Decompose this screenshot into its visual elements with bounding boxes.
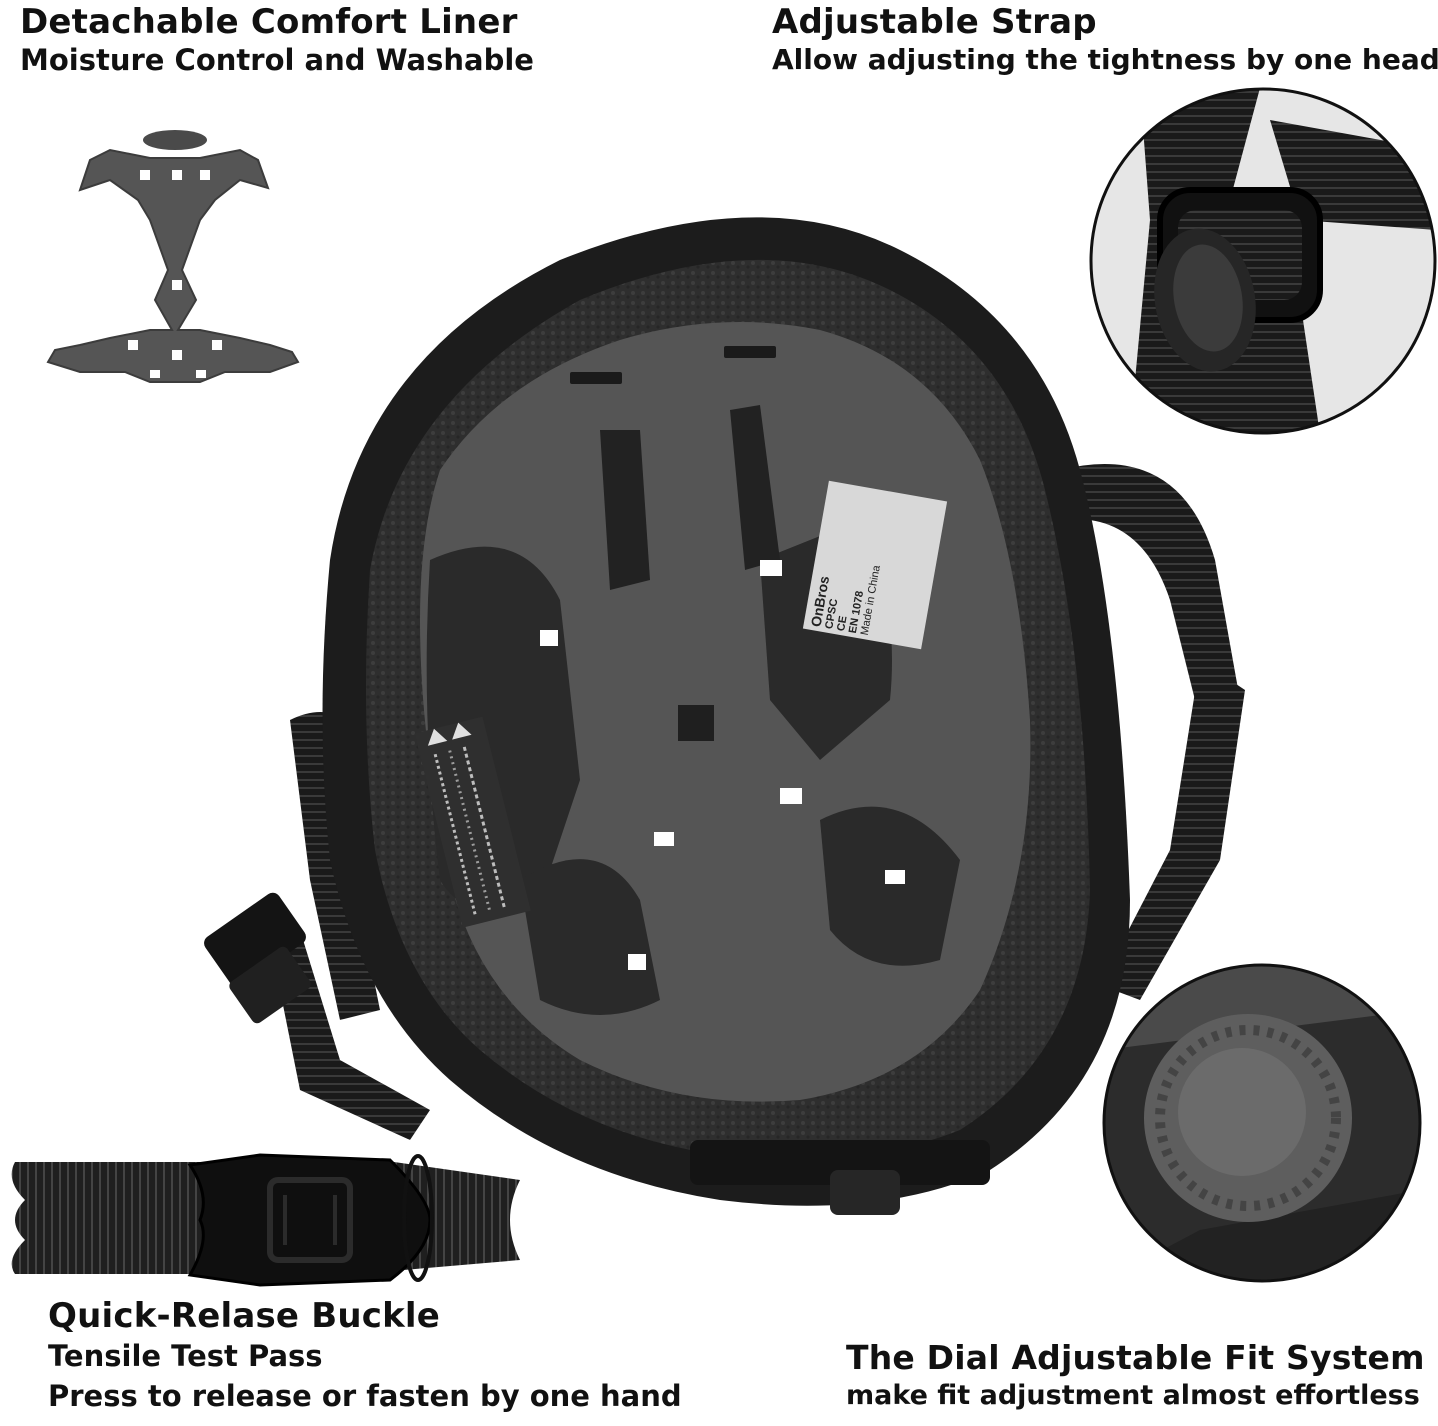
liner-pad-illustration bbox=[46, 130, 300, 383]
buckle-title: Quick-Relase Buckle bbox=[48, 1296, 441, 1336]
dial-subtitle: make fit adjustment almost effortless bbox=[846, 1380, 1420, 1411]
strap-zoom-view bbox=[1089, 87, 1437, 435]
dial-title: The Dial Adjustable Fit System bbox=[846, 1338, 1425, 1377]
buckle-caption: Quick-Relase Buckle Tensile Test Pass Pr… bbox=[48, 1296, 682, 1414]
liner-title: Detachable Comfort Liner bbox=[20, 2, 518, 42]
buckle-line2: Press to release or fasten by one hand bbox=[48, 1379, 682, 1413]
dial-zoom-view bbox=[1102, 963, 1422, 1283]
buckle-illustration bbox=[11, 1153, 520, 1287]
strap-title: Adjustable Strap bbox=[772, 2, 1097, 42]
side-buckle bbox=[204, 892, 311, 1024]
helmet-interior bbox=[204, 217, 1245, 1215]
warning-sticker bbox=[414, 716, 531, 928]
liner-subtitle: Moisture Control and Washable bbox=[20, 43, 534, 77]
strap-subtitle: Allow adjusting the tightness by one hea… bbox=[772, 43, 1438, 76]
strap-caption: Adjustable Strap Allow adjusting the tig… bbox=[772, 2, 1438, 78]
helmet-label: OnBros CPSC CE EN 1078 Made in China bbox=[802, 480, 948, 650]
dial-caption: The Dial Adjustable Fit System make fit … bbox=[846, 1338, 1425, 1414]
buckle-line1: Tensile Test Pass bbox=[48, 1339, 323, 1373]
liner-caption: Detachable Comfort Liner Moisture Contro… bbox=[20, 2, 534, 78]
